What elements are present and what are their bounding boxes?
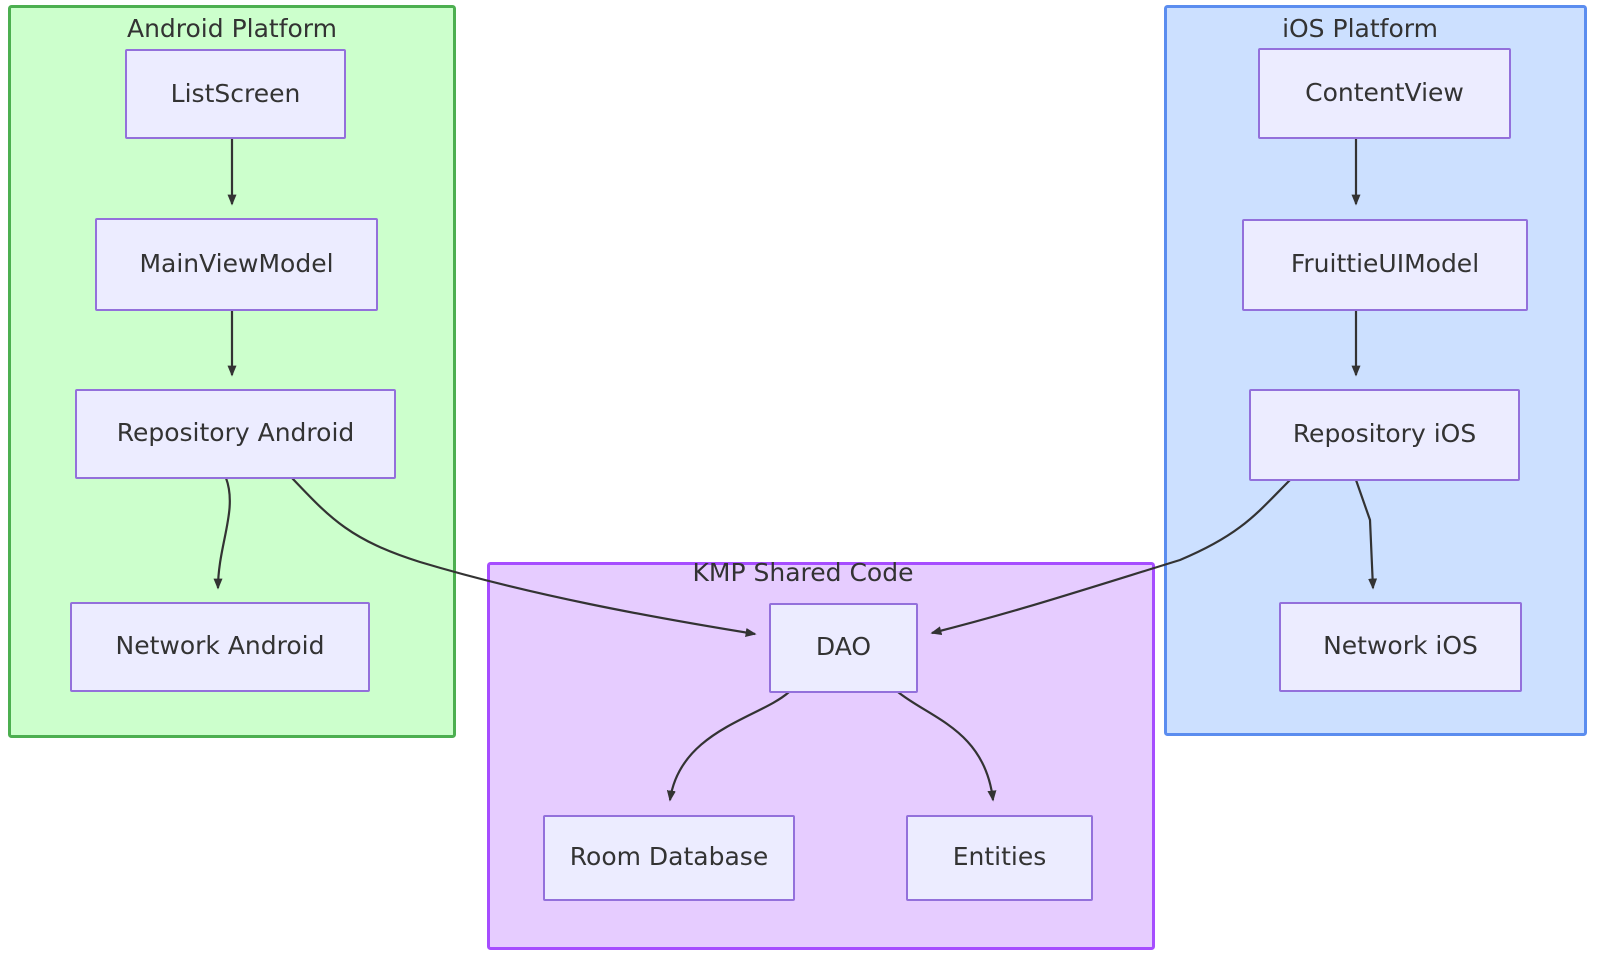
- node-network-ios-label: Network iOS: [1323, 631, 1478, 660]
- node-entities[interactable]: Entities: [906, 815, 1093, 901]
- cluster-ios-platform: iOS Platform: [1164, 5, 1587, 736]
- node-mainviewmodel-rect[interactable]: [95, 218, 378, 311]
- nodes-layer: ListScreen MainViewModel Repository Andr…: [70, 48, 1528, 901]
- node-contentview-rect[interactable]: [1258, 48, 1511, 139]
- node-network-ios-rect[interactable]: [1279, 602, 1522, 692]
- node-network-android-label: Network Android: [116, 631, 325, 660]
- node-mainviewmodel-label: MainViewModel: [139, 249, 333, 278]
- cluster-android-label: Android Platform: [127, 14, 337, 43]
- edge-dao-to-room-database: [666, 691, 790, 802]
- node-mainviewmodel[interactable]: MainViewModel: [95, 218, 378, 311]
- node-repository-android-rect[interactable]: [75, 389, 396, 479]
- node-repository-ios-rect[interactable]: [1249, 389, 1520, 481]
- node-fruittieuimodel-rect[interactable]: [1242, 219, 1528, 311]
- node-fruittieuimodel-label: FruittieUIModel: [1291, 249, 1479, 278]
- node-entities-rect[interactable]: [906, 815, 1093, 901]
- cluster-ios-label: iOS Platform: [1282, 14, 1438, 43]
- node-repository-ios[interactable]: Repository iOS: [1249, 389, 1520, 481]
- edge-repository-ios-to-network-ios: [1354, 479, 1378, 590]
- edge-dao-to-entities: [897, 691, 997, 802]
- node-listscreen-rect[interactable]: [125, 49, 346, 139]
- node-dao-label: DAO: [816, 632, 871, 661]
- edge-repository-ios-to-dao: [930, 479, 1291, 636]
- edge-repository-android-to-network-android: [213, 477, 231, 590]
- node-listscreen-label: ListScreen: [171, 79, 301, 108]
- node-repository-android[interactable]: Repository Android: [75, 389, 396, 479]
- node-network-android-rect[interactable]: [70, 602, 370, 692]
- cluster-ios-rect: [1164, 5, 1587, 736]
- node-network-ios[interactable]: Network iOS: [1279, 602, 1522, 692]
- node-repository-ios-label: Repository iOS: [1293, 419, 1476, 448]
- node-network-android[interactable]: Network Android: [70, 602, 370, 692]
- node-fruittieuimodel[interactable]: FruittieUIModel: [1242, 219, 1528, 311]
- edges-layer: [213, 138, 1378, 802]
- node-dao[interactable]: DAO: [769, 603, 918, 693]
- node-entities-label: Entities: [953, 842, 1047, 871]
- node-contentview-label: ContentView: [1305, 78, 1464, 107]
- edge-repository-android-to-dao: [291, 477, 757, 637]
- node-room-database-rect[interactable]: [543, 815, 795, 901]
- node-room-database[interactable]: Room Database: [543, 815, 795, 901]
- node-contentview[interactable]: ContentView: [1258, 48, 1511, 139]
- node-dao-rect[interactable]: [769, 603, 918, 693]
- node-listscreen[interactable]: ListScreen: [125, 49, 346, 139]
- node-repository-android-label: Repository Android: [117, 418, 355, 447]
- cluster-kmp-label: KMP Shared Code: [693, 558, 914, 587]
- node-room-database-label: Room Database: [570, 842, 768, 871]
